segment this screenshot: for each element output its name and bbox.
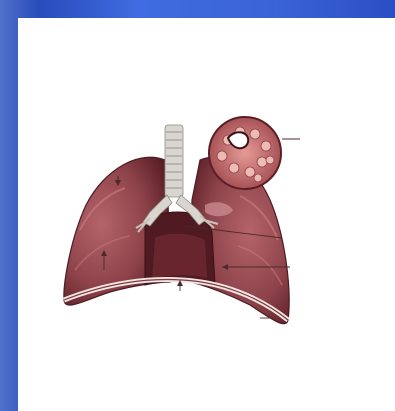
alveolus-magnified	[209, 117, 281, 189]
